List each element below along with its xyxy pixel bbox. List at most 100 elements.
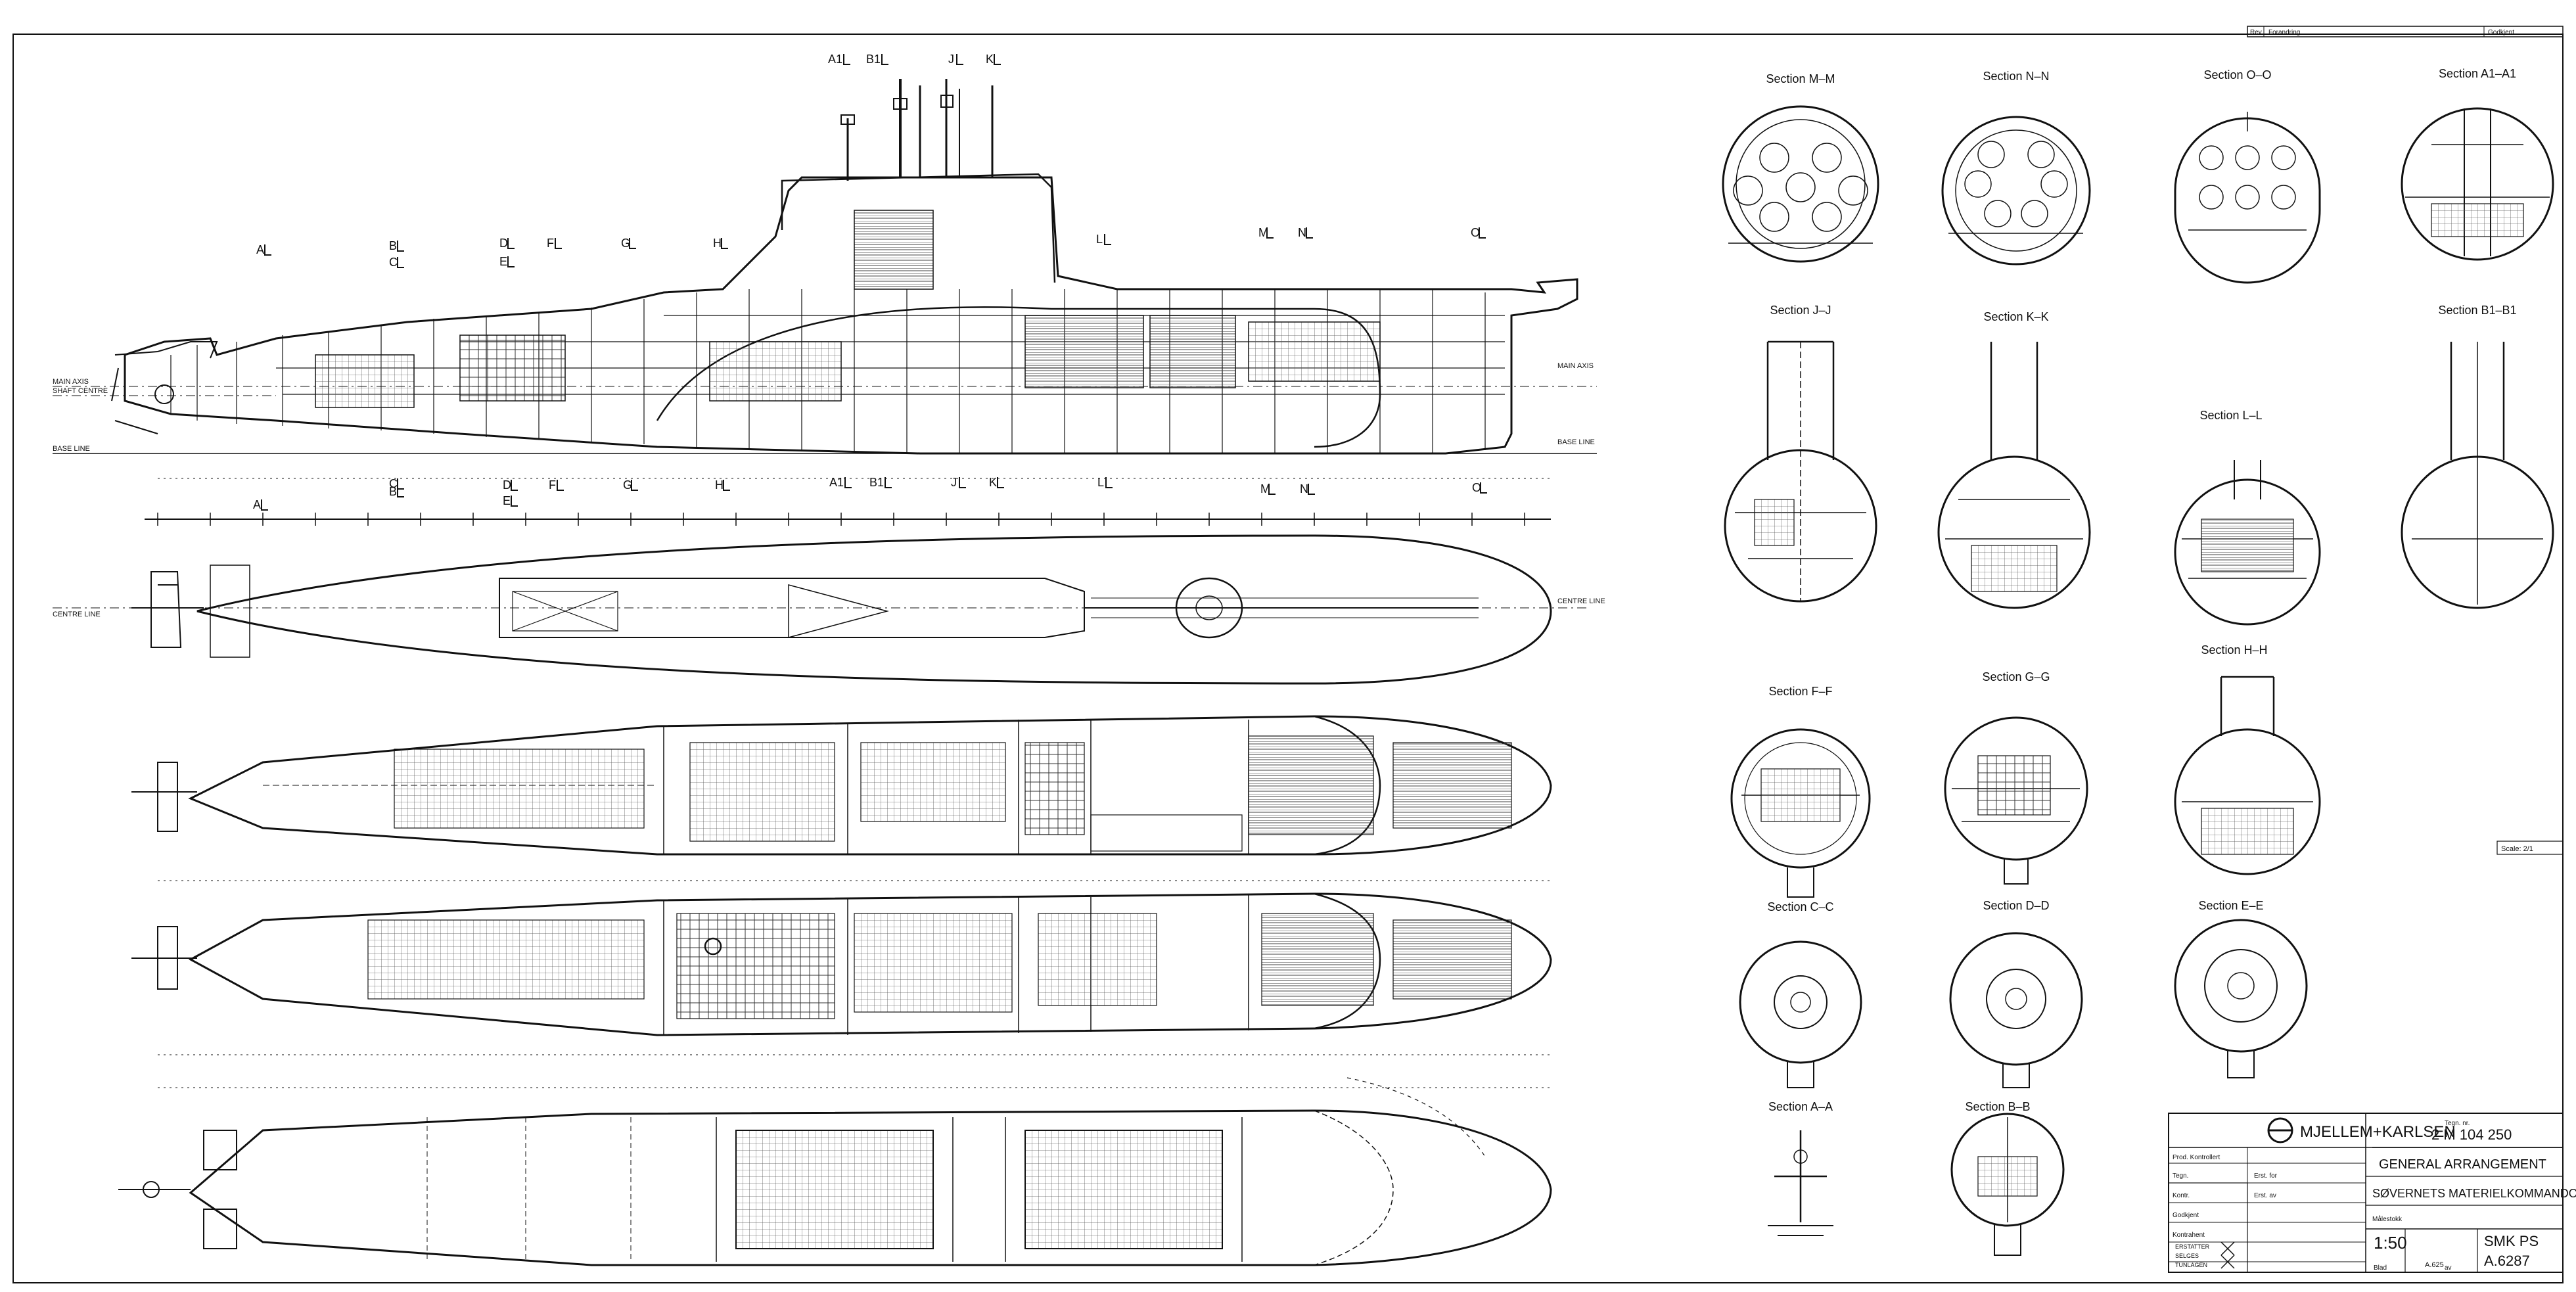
section-markers-top: A1 B1 J K: [828, 53, 1001, 66]
marker-profile-d-3-arrow: [507, 238, 515, 249]
marker-bottom-b1-9: B1: [869, 476, 892, 489]
stamp-selges: SELGES: [2175, 1253, 2199, 1259]
marker-bottom-g-6-label: G: [623, 478, 632, 492]
marker-bottom-e-4: E: [503, 494, 518, 507]
section-f-f: [1730, 728, 1871, 898]
marker-profile-l-8-label: L: [1096, 233, 1103, 246]
marker-bottom-a1-8-label: A1: [829, 476, 844, 489]
field-blad: Blad: [2374, 1264, 2387, 1272]
section-title-k-k: Section K–K: [1983, 310, 2048, 323]
marker-bottom-n-14-arrow: [1308, 484, 1315, 495]
marker-profile-c-2: C: [389, 256, 404, 269]
marker-bottom-c-2-label: C: [389, 477, 398, 490]
marker-bottom-f-5: F: [549, 478, 564, 492]
field-prod: Prod. Kontrollert: [2173, 1154, 2220, 1161]
section-title-a1-a1: Section A1–A1: [2439, 67, 2516, 80]
field-kontrahent: Kontrahent: [2173, 1232, 2205, 1239]
marker-top-b1-arrow: [881, 54, 888, 65]
revision-header: Rev. Forandring Godkjent: [2247, 26, 2564, 37]
marker-top-k-arrow: [994, 54, 1001, 65]
marker-top-k: K: [986, 53, 1001, 66]
marker-top-b1-label: B1: [866, 53, 881, 66]
plan-centre-line-label: CENTRE LINE: [53, 611, 101, 618]
side-scale-tag: Scale: 2/1: [2496, 841, 2564, 855]
deck-plan-keel: [118, 1077, 1552, 1266]
marker-bottom-b1-9-label: B1: [869, 476, 884, 489]
section-title-b-b: Section B–B: [1965, 1100, 2030, 1113]
marker-bottom-k-11: K: [989, 476, 1004, 489]
marker-profile-m-9-arrow: [1266, 227, 1274, 239]
marker-bottom-m-13-label: M: [1260, 482, 1270, 496]
marker-bottom-n-14-label: N: [1300, 482, 1308, 496]
marker-profile-a-0-arrow: [264, 244, 271, 256]
marker-bottom-l-12: L: [1097, 476, 1113, 489]
marker-bottom-b-1: B: [389, 485, 404, 498]
marker-profile-h-7: H: [713, 237, 728, 250]
section-m-m: [1722, 105, 1879, 263]
marker-bottom-m-13: M: [1260, 482, 1276, 496]
field-godkjent: Godkjent: [2173, 1212, 2199, 1219]
base-line-label-fwd: BASE LINE: [1557, 438, 1595, 446]
marker-bottom-o-15: O: [1472, 481, 1487, 494]
marker-bottom-c-2-arrow: [397, 478, 404, 490]
main-axis-label-fwd: MAIN AXIS: [1557, 362, 1594, 370]
marker-bottom-l-12-arrow: [1105, 477, 1113, 488]
section-k-k: [1937, 342, 2091, 609]
marker-profile-h-7-arrow: [721, 238, 728, 249]
section-d-d: [1949, 932, 2083, 1088]
plan-view-top: [53, 534, 1590, 685]
marker-profile-g-6-arrow: [629, 238, 636, 249]
marker-profile-e-4-label: E: [499, 255, 507, 268]
marker-profile-m-9-label: M: [1258, 226, 1268, 239]
section-title-a-a: Section A–A: [1768, 1100, 1833, 1113]
project-code: SMK PS: [2484, 1233, 2539, 1249]
section-n-n: [1941, 116, 2091, 265]
section-title-j-j: Section J–J: [1770, 304, 1831, 317]
marker-bottom-j-10: J: [951, 476, 966, 489]
marker-bottom-a1-8-arrow: [844, 477, 852, 488]
marker-bottom-j-10-arrow: [959, 477, 966, 488]
marker-bottom-e-4-label: E: [503, 494, 511, 507]
marker-profile-g-6: G: [621, 237, 636, 250]
section-a-a: [1768, 1130, 1833, 1236]
side-profile-view: [53, 79, 1597, 526]
section-title-e-e: Section E–E: [2198, 899, 2263, 912]
marker-profile-b-1-arrow: [397, 241, 404, 252]
project-ref: A.6287: [2484, 1253, 2530, 1269]
marker-top-j-label: J: [948, 53, 954, 66]
marker-profile-g-6-label: G: [621, 237, 630, 250]
marker-profile-f-5-label: F: [547, 237, 554, 250]
marker-bottom-l-12-label: L: [1097, 476, 1104, 489]
marker-top-a1: A1: [828, 53, 850, 66]
title-block-text: MJELLEM+KARLSEN Tegn. nr. 2 M 104 250 GE…: [2173, 1120, 2576, 1272]
marker-profile-e-4: E: [499, 255, 515, 268]
section-title-b1-b1: Section B1–B1: [2438, 304, 2516, 317]
marker-top-a1-label: A1: [828, 53, 842, 66]
section-g-g: [1944, 716, 2088, 885]
marker-top-a1-arrow: [843, 54, 850, 65]
scale-label: Målestokk: [2372, 1215, 2403, 1223]
marker-bottom-f-5-label: F: [549, 478, 556, 492]
section-title-o-o: Section O–O: [2203, 68, 2271, 81]
marker-profile-l-8: L: [1096, 233, 1111, 246]
marker-bottom-a-0-label: A: [253, 498, 261, 511]
title-block: [2168, 1113, 2564, 1273]
section-j-j: [1724, 340, 1877, 603]
marker-bottom-b-1-arrow: [397, 486, 404, 497]
svg-text:Scale: 2/1: Scale: 2/1: [2501, 845, 2533, 853]
marker-top-k-label: K: [986, 53, 994, 66]
drawing-title: GENERAL ARRANGEMENT: [2379, 1157, 2546, 1172]
marker-profile-e-4-arrow: [507, 256, 515, 267]
plan-centre-line-label-fwd: CENTRE LINE: [1557, 597, 1605, 605]
shaft-centre-label: SHAFT CENTRE: [53, 387, 108, 395]
deck-plan-upper: [131, 715, 1552, 881]
section-title-d-d: Section D–D: [1983, 899, 2049, 912]
stamp-tunlagen: TUNLAGEN: [2175, 1262, 2207, 1268]
marker-bottom-g-6-arrow: [631, 480, 638, 491]
section-title-m-m: Section M–M: [1766, 72, 1835, 85]
marker-bottom-e-4-arrow: [511, 496, 518, 507]
marker-bottom-f-5-arrow: [557, 480, 564, 491]
